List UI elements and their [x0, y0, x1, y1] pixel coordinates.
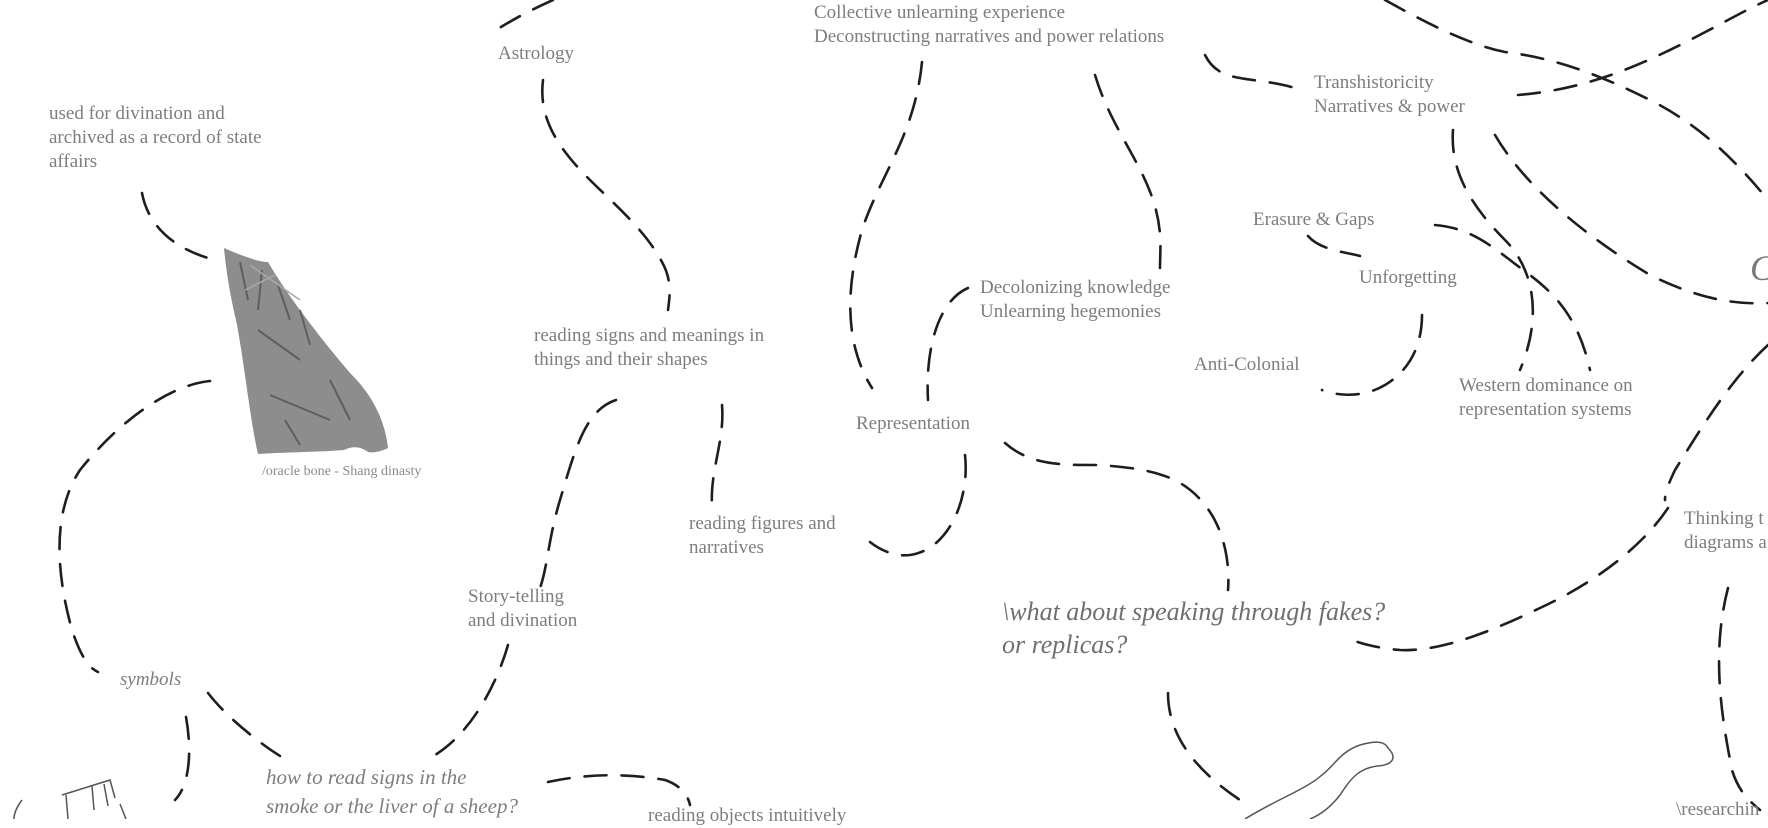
- connector-bone-symbols: [58, 379, 212, 674]
- node-line: and divination: [468, 610, 578, 631]
- node-line: /oracle bone - Shang dinasty: [262, 464, 422, 479]
- blob-sketch: [1244, 741, 1394, 819]
- node-storytelling: Story-telling and divination: [468, 585, 577, 633]
- node-reading-figures: reading figures and narratives: [689, 512, 836, 560]
- node-astrology: Astrology: [498, 42, 574, 66]
- node-line: Unlearning hegemonies: [980, 301, 1161, 322]
- connector-top-right-curve: [1383, 0, 1768, 202]
- node-line: Story-telling: [468, 586, 565, 607]
- node-line: Deconstructing narratives and power rela…: [814, 26, 1165, 47]
- node-edge-letter: C: [1750, 248, 1768, 288]
- node-line: things and their shapes: [534, 349, 708, 370]
- node-line: Narratives & power: [1314, 96, 1465, 117]
- connector-signs-storytelling: [538, 398, 618, 590]
- node-divination-record: used for divination and archived as a re…: [49, 102, 262, 174]
- node-line: used for divination and: [49, 103, 225, 124]
- node-line: \researchin: [1676, 799, 1760, 820]
- node-collective-unlearning: Collective unlearning experience Deconst…: [814, 1, 1164, 49]
- node-line: Collective unlearning experience: [814, 2, 1066, 23]
- connector-thinking-researching: [1717, 586, 1762, 812]
- connector-storytelling-smoke: [433, 643, 510, 757]
- node-line: Decolonizing knowledge: [980, 277, 1171, 298]
- node-representation: Representation: [856, 412, 970, 436]
- node-line: Anti-Colonial: [1194, 354, 1300, 375]
- node-line: reading objects intuitively: [648, 805, 847, 826]
- connector-erasure-unforgetting: [1306, 234, 1362, 258]
- node-researching: \researchin: [1676, 798, 1759, 822]
- node-thinking: Thinking t diagrams a: [1684, 507, 1767, 555]
- connector-c-thinking: [1663, 343, 1768, 502]
- node-line: how to read signs in the: [266, 765, 467, 789]
- connector-symbols-down: [173, 715, 191, 802]
- connector-astrology-reading-signs: [540, 78, 671, 312]
- node-line: diagrams a: [1684, 532, 1767, 553]
- connector-smoke-objects: [546, 773, 692, 807]
- oracle-bone-caption: /oracle bone - Shang dinasty: [262, 464, 421, 480]
- node-line: \what about speaking through fakes?: [1002, 597, 1386, 626]
- node-line: reading signs and meanings in: [534, 325, 765, 346]
- node-reading-signs: reading signs and meanings in things and…: [534, 324, 764, 372]
- node-transhistoricity: Transhistoricity Narratives & power: [1314, 71, 1465, 119]
- connector-representation-fakes: [1003, 441, 1230, 592]
- node-unforgetting: Unforgetting: [1359, 266, 1457, 290]
- node-line: Western dominance on: [1459, 375, 1633, 396]
- node-smoke-liver-question: how to read signs in the smoke or the li…: [266, 763, 518, 821]
- node-line: Erasure & Gaps: [1253, 209, 1375, 230]
- node-erasure-gaps: Erasure & Gaps: [1253, 208, 1374, 232]
- node-line: smoke or the liver of a sheep?: [266, 794, 518, 818]
- connector-transhistoricity-c: [1493, 133, 1768, 305]
- connector-erasure-western: [1433, 223, 1592, 372]
- connector-unforgetting-anticolonial: [1320, 313, 1424, 397]
- oracle-bone-image: [224, 248, 388, 454]
- node-line: C: [1750, 248, 1768, 288]
- node-decolonizing: Decolonizing knowledge Unlearning hegemo…: [980, 276, 1170, 324]
- connector-divination-bone: [140, 191, 210, 260]
- connector-astrology-top: [491, 0, 555, 34]
- connector-decolonizing-representation: [926, 286, 970, 402]
- hand-sketch: [13, 779, 127, 819]
- connector-transhistoricity-western: [1451, 128, 1535, 372]
- node-line: Thinking t: [1684, 508, 1764, 529]
- connector-collective-decolonizing: [1093, 73, 1162, 270]
- node-line: symbols: [120, 669, 182, 690]
- connector-collective-representation: [849, 60, 924, 390]
- node-line: Representation: [856, 413, 970, 434]
- connector-thinking-fakes: [1343, 506, 1670, 652]
- node-symbols: symbols: [120, 668, 181, 692]
- node-fakes-question: \what about speaking through fakes? or r…: [1002, 595, 1385, 661]
- node-line: reading figures and: [689, 513, 836, 534]
- node-line: Transhistoricity: [1314, 72, 1434, 93]
- connector-signs-figures: [710, 403, 724, 507]
- node-line: narratives: [689, 537, 764, 558]
- node-reading-objects: reading objects intuitively: [648, 804, 846, 828]
- node-line: or replicas?: [1002, 630, 1128, 659]
- node-line: affairs: [49, 151, 98, 172]
- connector-collective-transhistoricity: [1203, 53, 1297, 90]
- node-anti-colonial: Anti-Colonial: [1194, 353, 1300, 377]
- node-line: Astrology: [498, 43, 574, 64]
- node-line: representation systems: [1459, 399, 1632, 420]
- connector-representation-figures: [868, 453, 967, 557]
- connector-fakes-blob: [1166, 691, 1242, 802]
- node-line: Unforgetting: [1359, 267, 1457, 288]
- node-line: archived as a record of state: [49, 127, 262, 148]
- node-western-dominance: Western dominance on representation syst…: [1459, 374, 1633, 422]
- connector-symbols-smoke: [206, 691, 287, 762]
- connector-transhistoricity-right: [1516, 0, 1768, 97]
